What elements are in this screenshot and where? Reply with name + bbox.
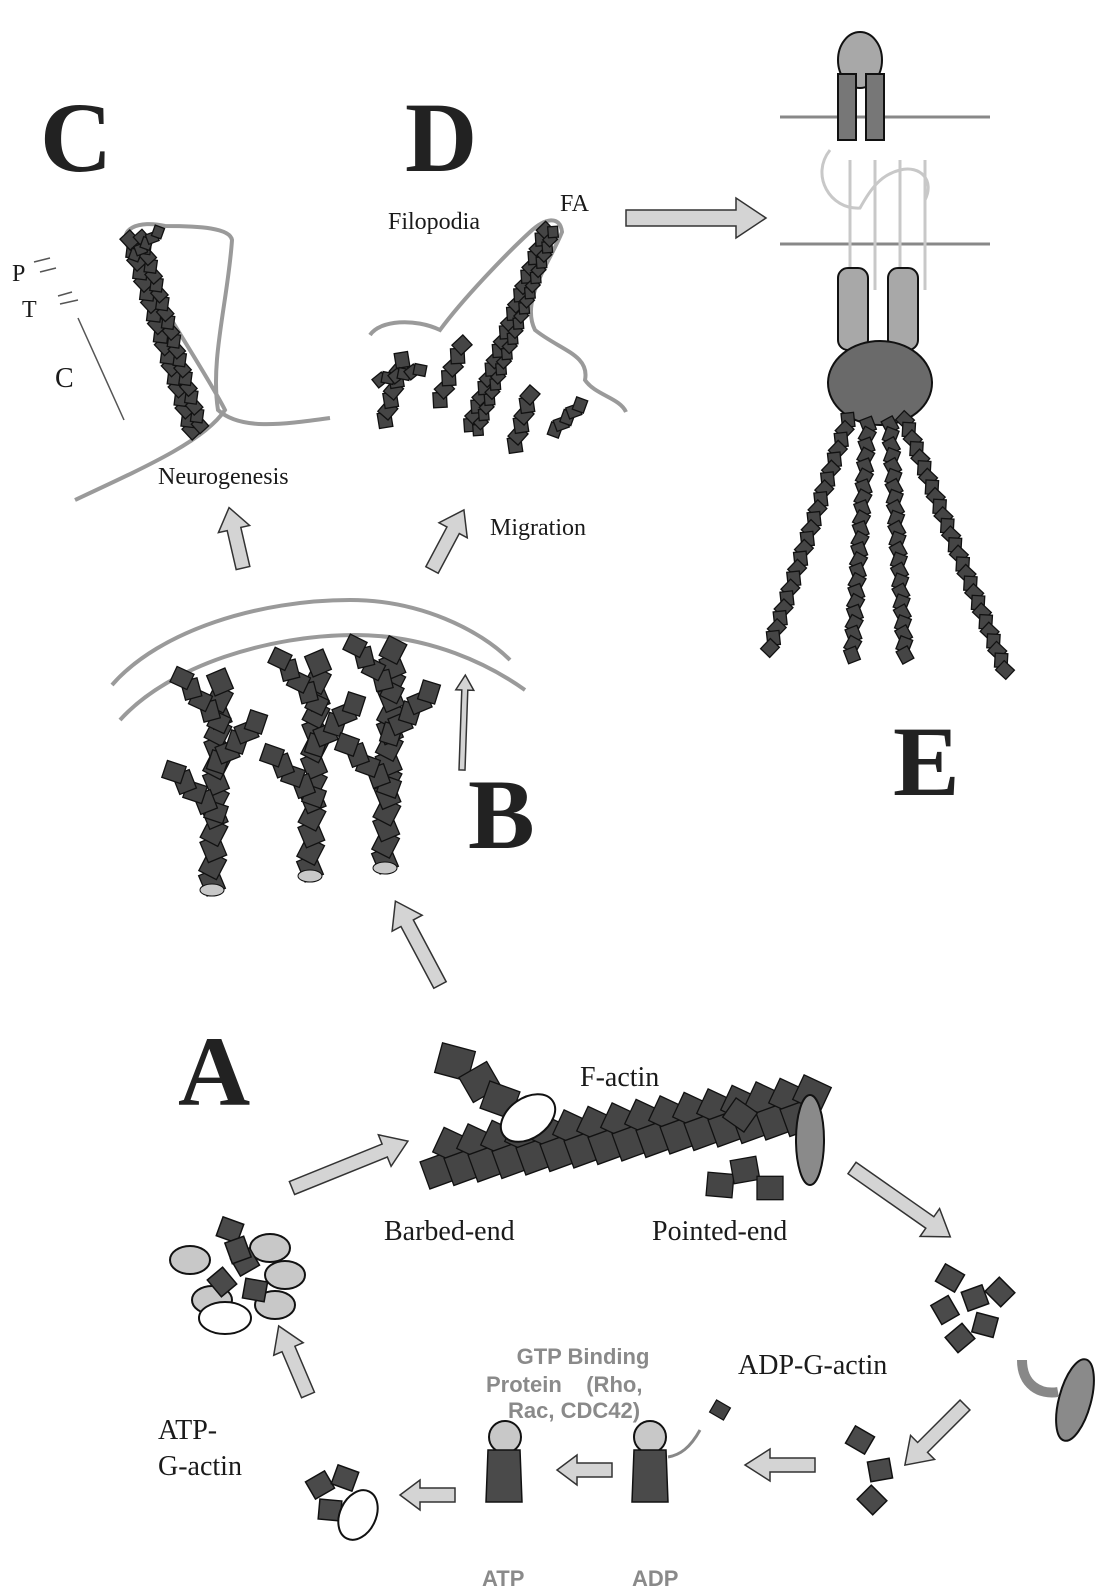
depolymerized-cluster (931, 1264, 1015, 1353)
lamellipodium-filaments (372, 221, 588, 453)
zone-label-c: C (55, 365, 74, 393)
branched-actin-network (162, 634, 441, 896)
adp-g-actin-monomers (845, 1426, 892, 1515)
released-pointed-cap (1022, 1355, 1099, 1444)
atp-label: ATP (482, 1568, 524, 1590)
neurite-zone-brackets (34, 258, 124, 420)
neurite-outline (75, 224, 330, 500)
gtp-binding-label-line2: Protein (Rho, (486, 1374, 642, 1396)
adp-bound-actin (632, 1400, 730, 1502)
migration-label: Migration (490, 516, 586, 540)
atp-g-actin-label-line1: ATP- (158, 1417, 217, 1445)
focal-adhesion (761, 32, 1015, 679)
gtp-binding-label-line1: GTP Binding (488, 1346, 678, 1368)
nucleation-cluster (170, 1217, 305, 1334)
zone-label-p: P (12, 262, 25, 286)
panel-label-a: A (178, 1022, 250, 1122)
panel-label-b: B (468, 765, 535, 865)
panel-label-c: C (40, 88, 112, 188)
pointed-end-cap (796, 1095, 824, 1185)
f-actin-label: F-actin (580, 1064, 659, 1092)
panel-label-d: D (405, 88, 477, 188)
neurite-filament (120, 225, 209, 440)
pointed-end-label: Pointed-end (652, 1218, 787, 1246)
zone-label-t: T (22, 298, 37, 322)
atp-bound-actin (486, 1421, 522, 1502)
adp-g-actin-label: ADP-G-actin (738, 1352, 887, 1380)
barbed-end-label: Barbed-end (384, 1218, 515, 1246)
atp-g-actin-label-line2: G-actin (158, 1453, 242, 1481)
fa-label: FA (560, 192, 589, 216)
filopodia-label: Filopodia (388, 210, 480, 234)
atp-g-actin-monomer (305, 1465, 385, 1546)
neurogenesis-label: Neurogenesis (158, 465, 289, 489)
panel-label-e: E (893, 712, 960, 812)
gtp-binding-label-line3: Rac, CDC42) (508, 1400, 640, 1422)
adp-label: ADP (632, 1568, 678, 1590)
